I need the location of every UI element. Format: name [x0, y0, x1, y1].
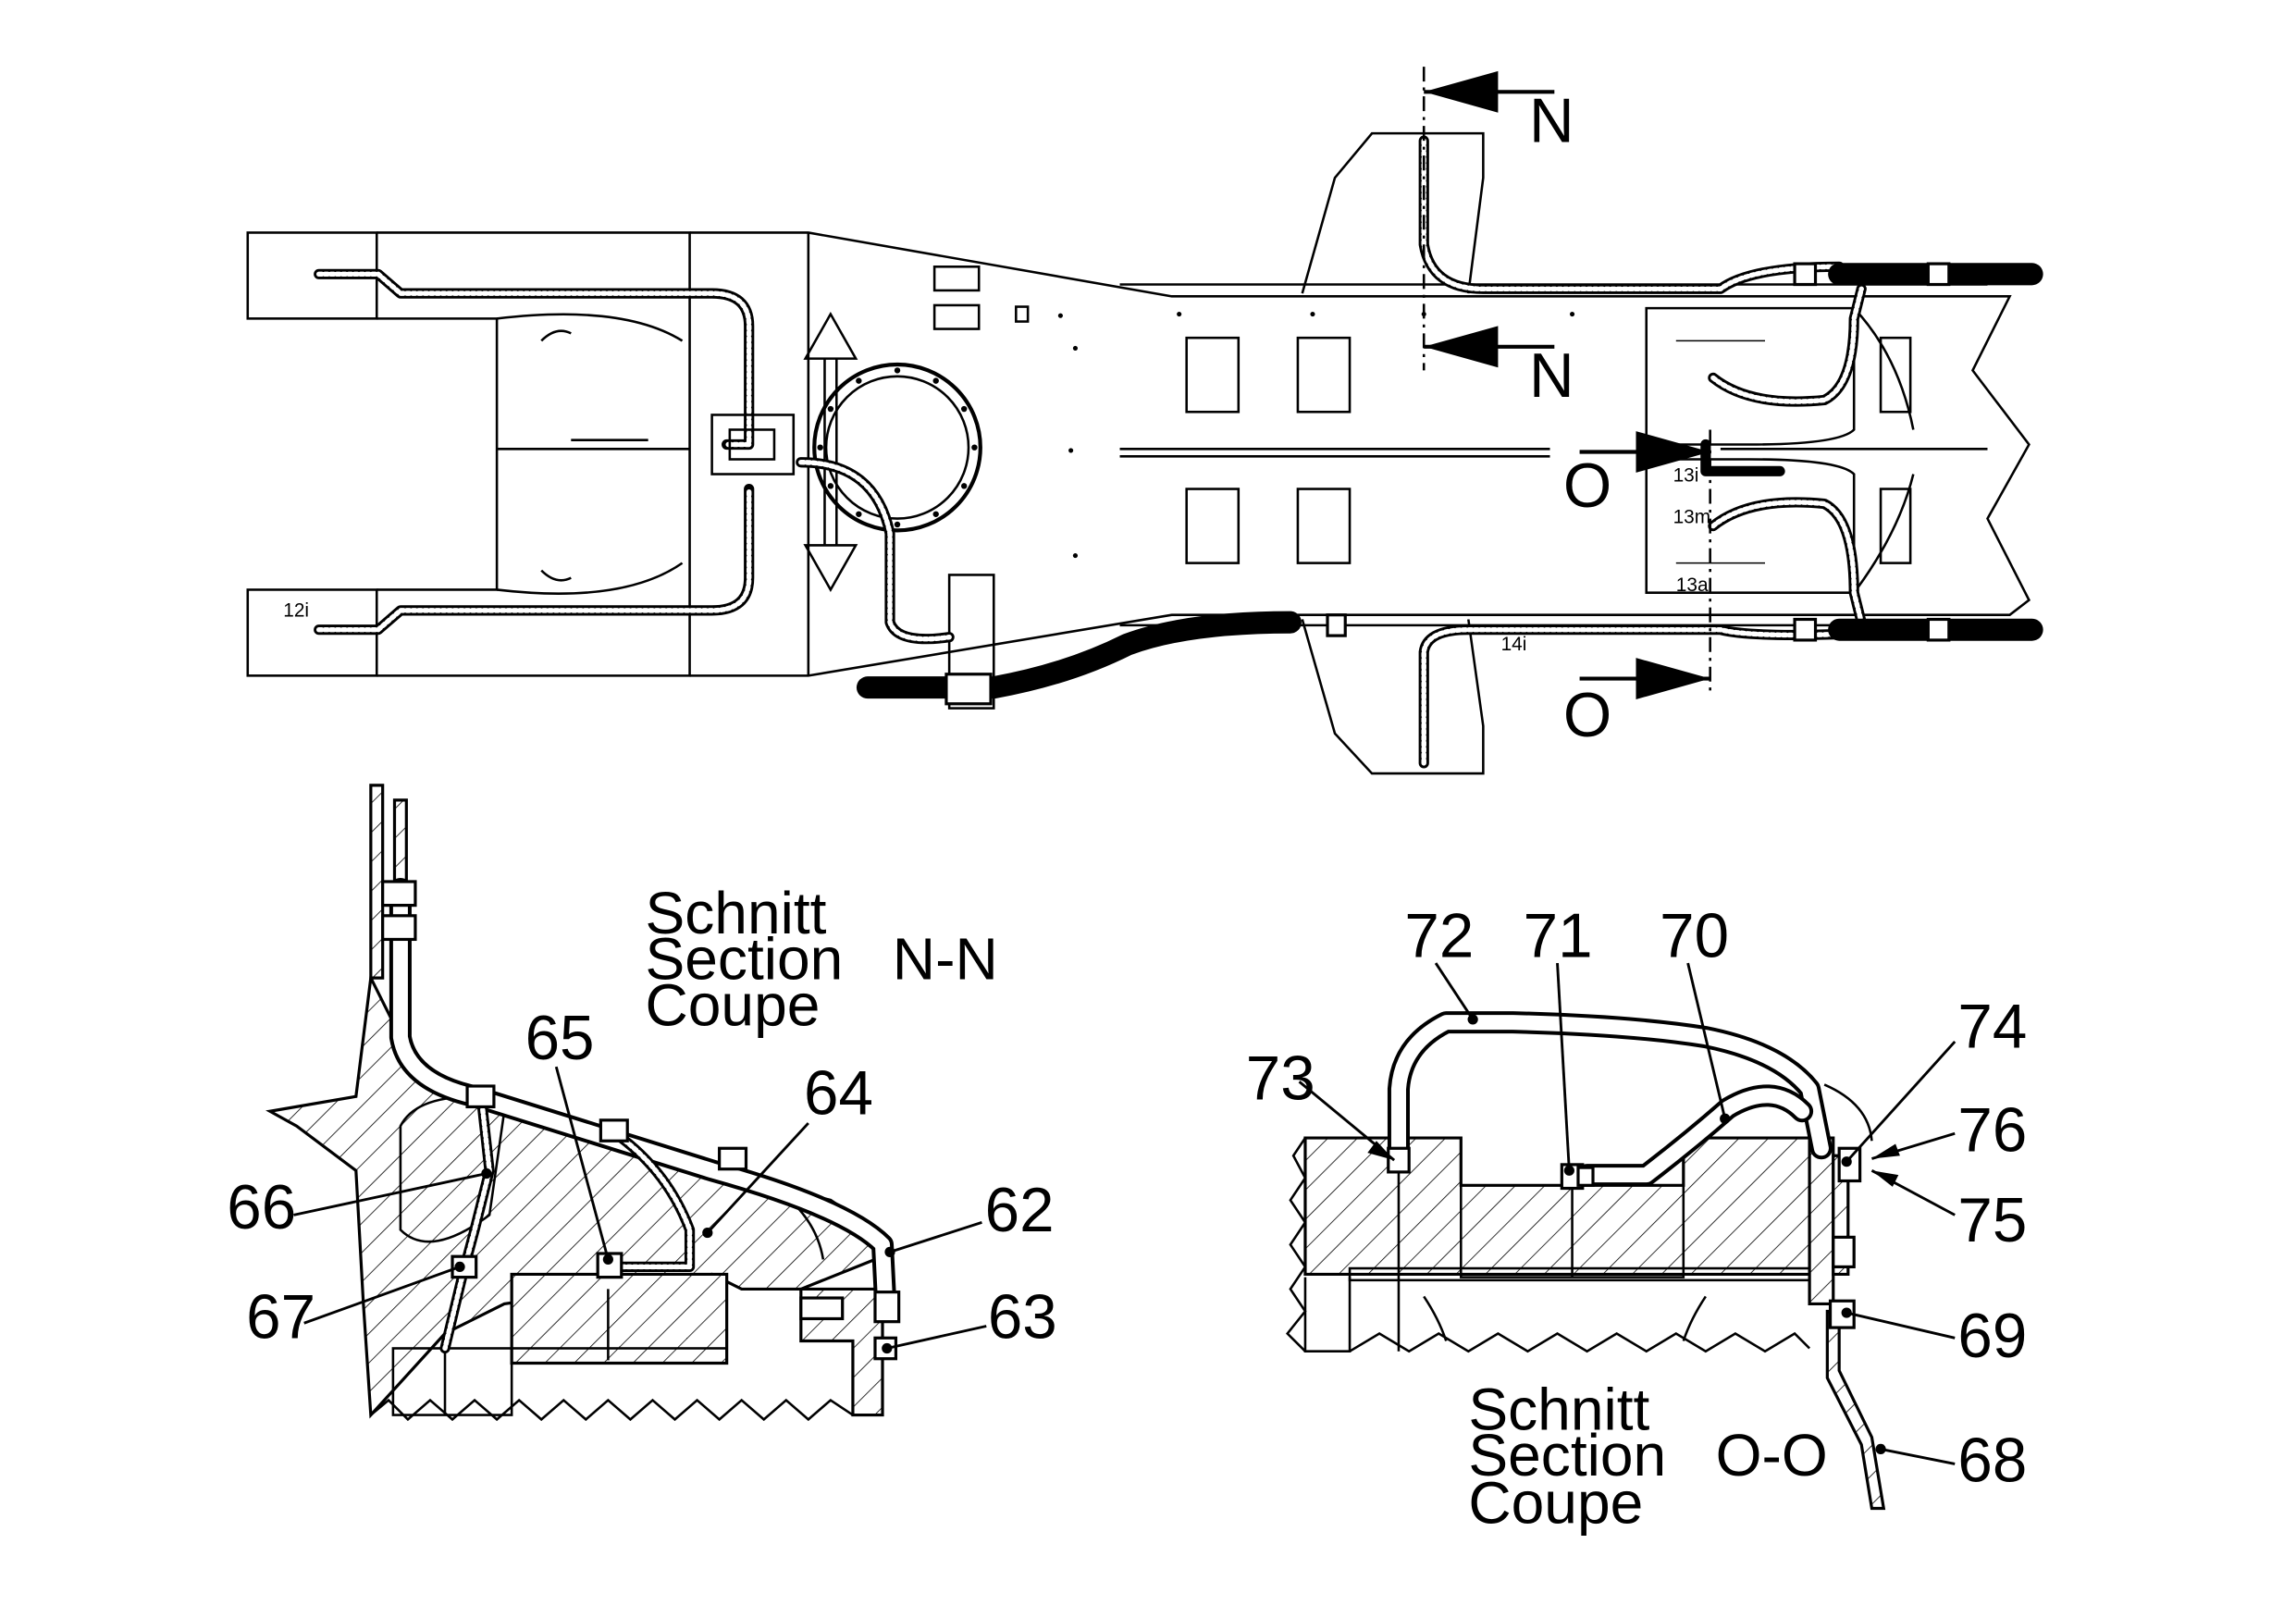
section-arrow-n-bottom: N	[1424, 326, 1574, 411]
plan-label: 13a	[1676, 574, 1709, 596]
part-number-71: 71	[1524, 902, 1593, 971]
part-number-69: 69	[1957, 1302, 2027, 1371]
section-title-line: Section N-N	[645, 926, 997, 993]
section-title-line: Schnitt	[645, 880, 826, 946]
part-number-76: 76	[1957, 1096, 2027, 1166]
plan-label: 13m	[1673, 506, 1711, 527]
part-number-64: 64	[804, 1058, 873, 1128]
section-title-line: Section O-O	[1468, 1422, 1827, 1488]
part-number-67: 67	[246, 1282, 315, 1352]
part-number-66: 66	[227, 1173, 296, 1242]
section-o-o-view: Schnitt Section O-O Coupe 68 69 70 71 72…	[1246, 902, 2028, 1537]
section-title-line: Schnitt	[1468, 1377, 1649, 1443]
valve-block	[710, 414, 796, 476]
part-number-75: 75	[1957, 1186, 2027, 1255]
part-number-70: 70	[1660, 902, 1729, 971]
part-number-68: 68	[1957, 1427, 2027, 1496]
part-number-72: 72	[1404, 902, 1474, 971]
section-letter: N	[1529, 341, 1574, 411]
part-number-65: 65	[525, 1004, 595, 1073]
section-title-line: Coupe	[1468, 1470, 1643, 1537]
section-arrow-n-top: N	[1424, 70, 1574, 156]
part-number-63: 63	[988, 1282, 1057, 1352]
section-letter: O	[1563, 451, 1611, 521]
section-arrow-o-top: O	[1563, 431, 1710, 521]
section-title-line: Coupe	[645, 971, 820, 1038]
section-arrow-o-bottom: O	[1563, 658, 1710, 750]
plan-label: 14i	[1501, 634, 1527, 655]
section-letter: O	[1563, 681, 1611, 750]
plan-label: 12i	[283, 599, 309, 621]
part-number-62: 62	[985, 1176, 1055, 1245]
slewing-ring	[812, 362, 982, 533]
section-n-n-view: Schnitt Section N-N Coupe 62 63 64 65 66…	[227, 784, 1057, 1422]
plan-label: 13i	[1673, 465, 1699, 487]
section-letter: N	[1529, 87, 1574, 156]
part-number-73: 73	[1246, 1044, 1315, 1113]
hose-clamp	[944, 673, 993, 706]
chassis-plan-view: N N O O 12i 13i 13m 13a 14i	[246, 67, 2043, 775]
part-number-74: 74	[1957, 992, 2027, 1061]
